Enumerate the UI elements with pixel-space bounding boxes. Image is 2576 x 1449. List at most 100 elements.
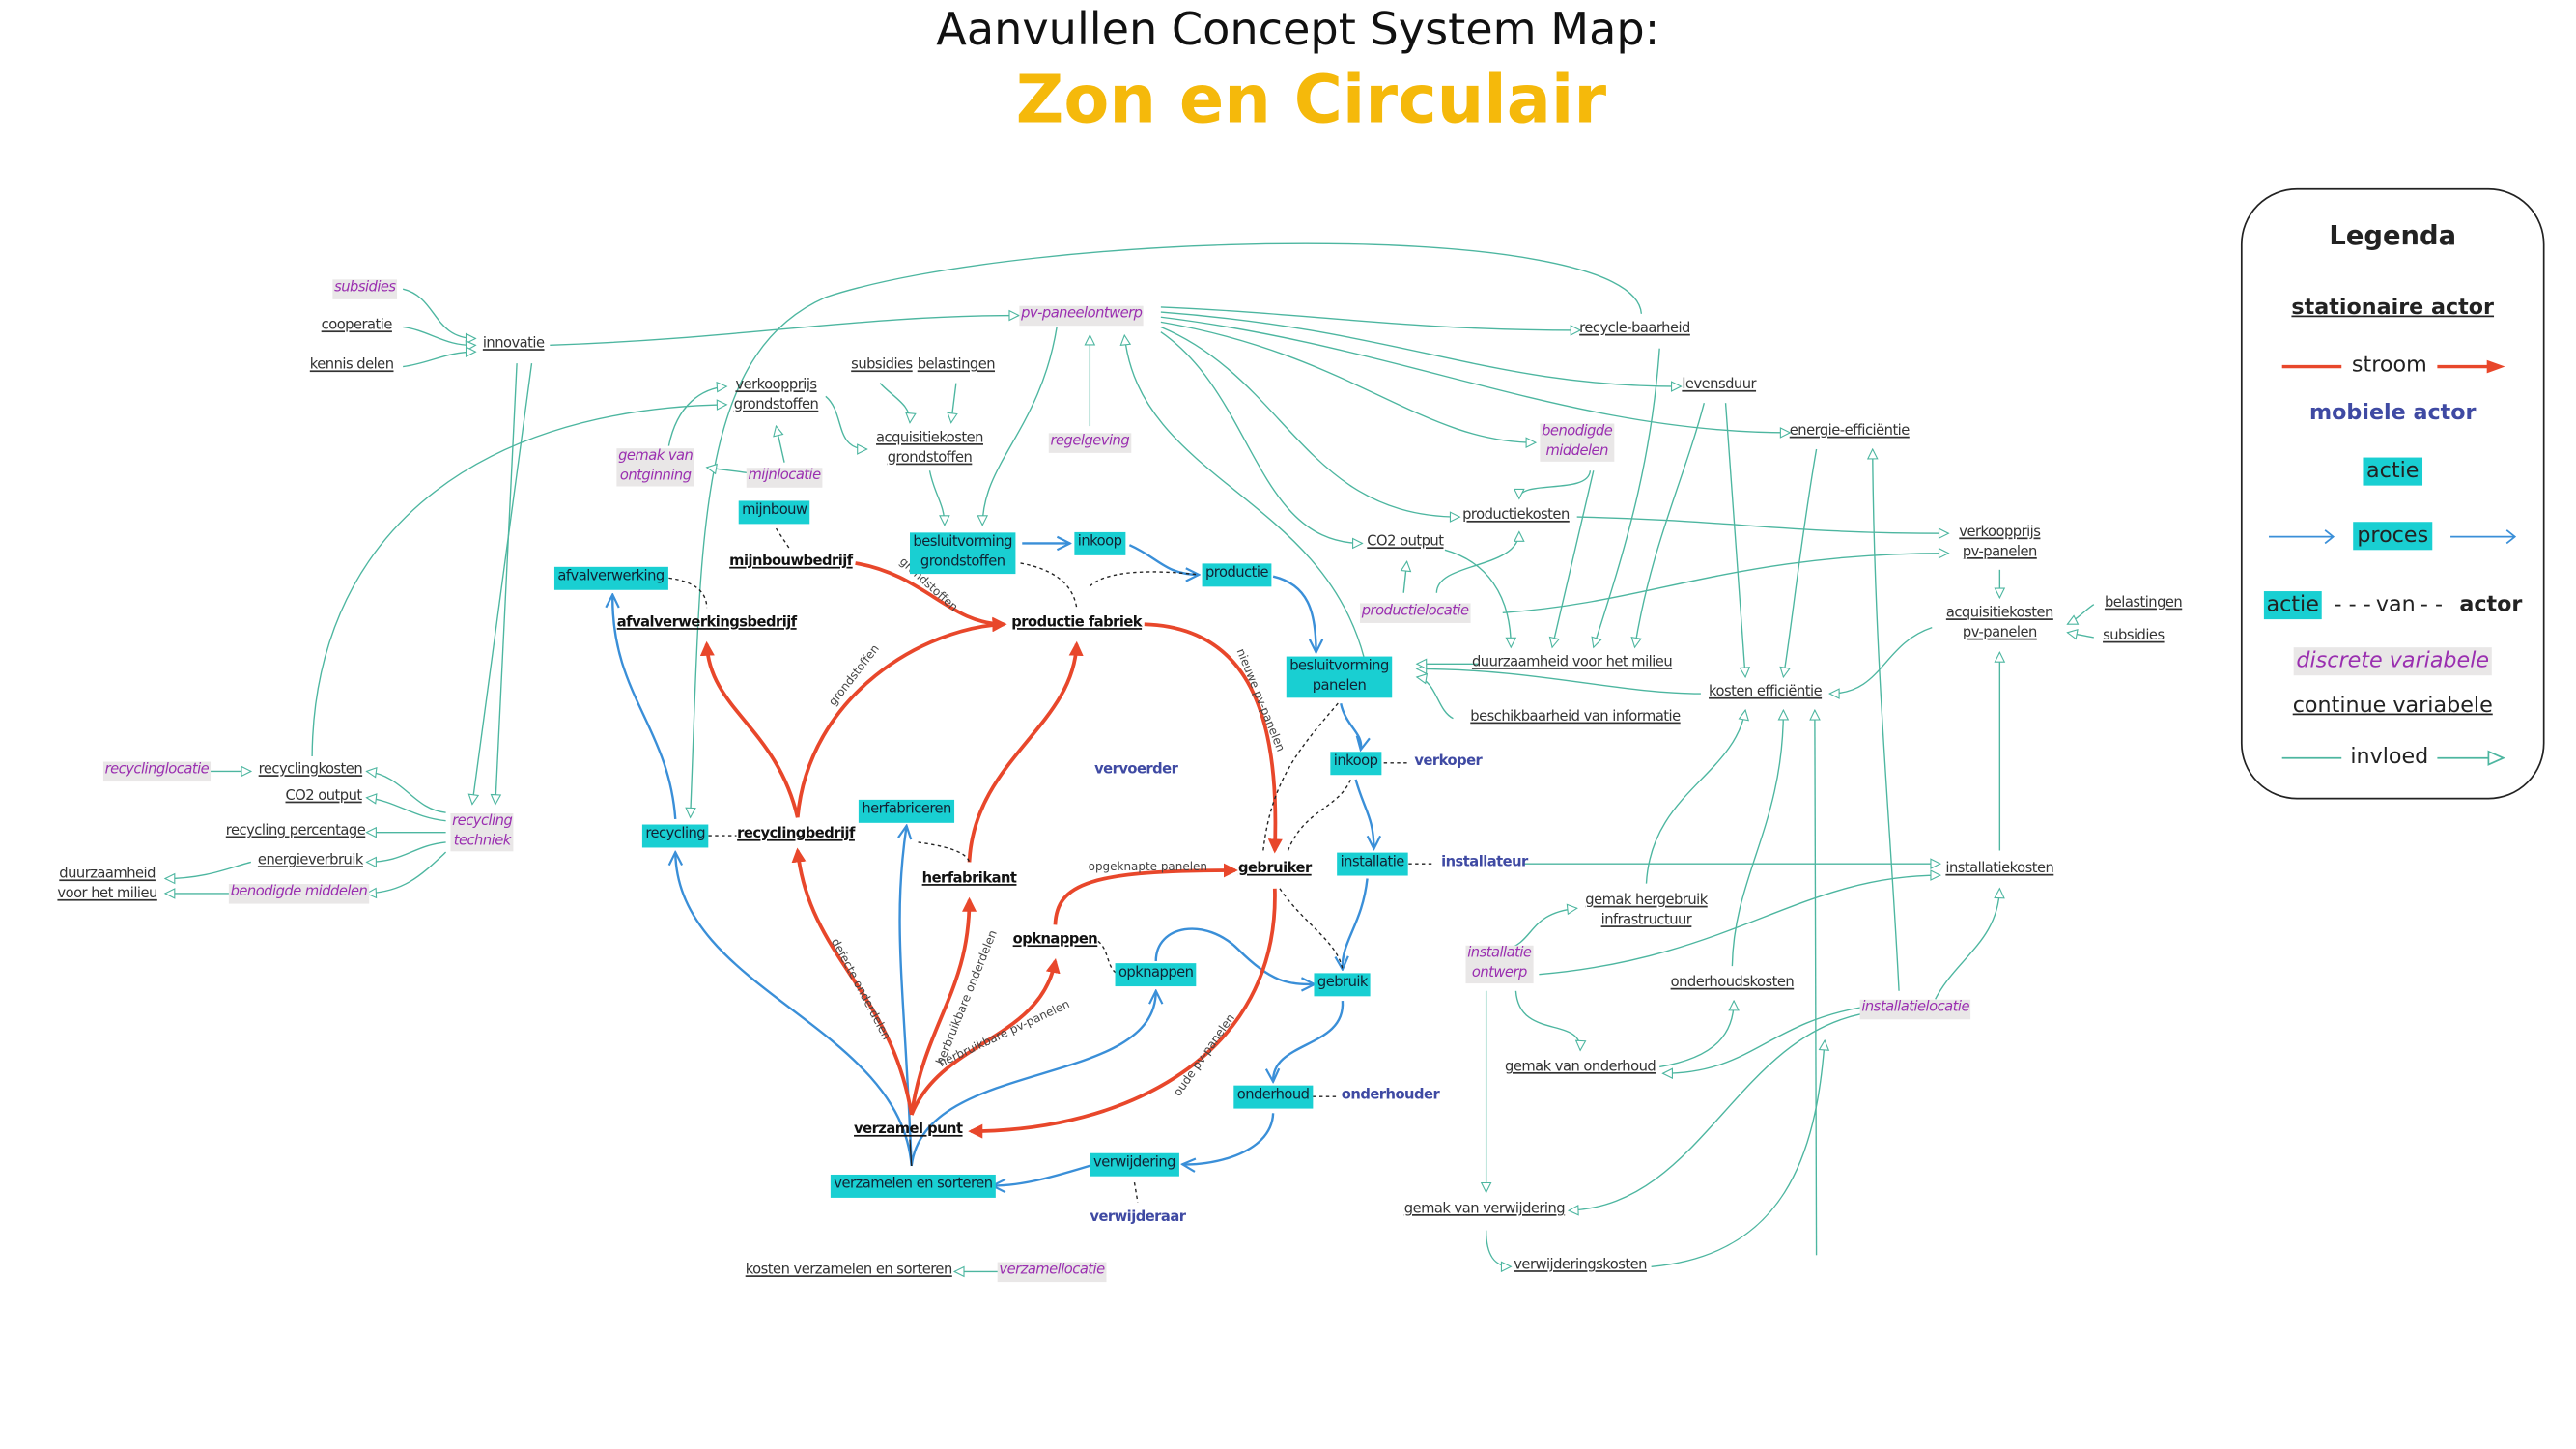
legend-title: Legenda <box>2329 219 2457 251</box>
edge <box>1514 990 1587 1052</box>
node-belastingen: belastingen <box>2104 594 2183 611</box>
node-cooperatie: cooperatie <box>321 317 393 334</box>
edge <box>365 766 446 813</box>
node-benodigde-middelen: benodigde middelen <box>1540 423 1614 462</box>
edge-label-opgeknapte-panelen: opgeknapte panelen <box>1088 860 1207 874</box>
invloed-arrow-icon <box>2437 749 2505 766</box>
edge <box>1485 1230 1513 1273</box>
node-besluitvorming-panelen: besluitvorming panelen <box>1286 656 1393 698</box>
node-verkoopprijs-pv-panelen: verkoopprijs pv-panelen <box>1959 524 2041 560</box>
stroom-arrow-icon <box>2437 358 2505 373</box>
node-recyclingbedrijf: recyclingbedrijf <box>737 826 855 843</box>
edge <box>1272 575 1316 653</box>
legend-actie: actie <box>2363 457 2422 486</box>
proces-arrow-icon <box>2269 528 2335 544</box>
edge <box>1020 562 1078 609</box>
node-verwijderaar: verwijderaar <box>1090 1208 1186 1226</box>
node-subsidies: subsidies <box>851 356 913 374</box>
edge <box>1779 448 1818 679</box>
edge <box>1097 940 1120 976</box>
node-mijnbouw: mijnbouw <box>738 500 810 524</box>
node-verzamelen-en-sorteren: verzamelen en sorteren <box>830 1174 996 1198</box>
edge <box>1354 779 1374 849</box>
node-regelgeving: regelgeving <box>1048 433 1131 453</box>
edge <box>699 640 800 818</box>
edge <box>791 847 914 1116</box>
node-innovatie: innovatie <box>482 335 545 353</box>
edge <box>1160 321 1538 448</box>
node-verwijdering: verwijdering <box>1090 1152 1179 1176</box>
stroom-line <box>2281 363 2342 368</box>
edge <box>1415 663 1701 695</box>
node-energieverbruik: energieverbruik <box>257 852 363 869</box>
edge <box>612 594 677 820</box>
edge <box>855 561 1007 632</box>
node-verkoopprijs-grondstoffen: verkoopprijs grondstoffen <box>733 377 819 413</box>
edge <box>1645 708 1749 884</box>
edge <box>1809 708 1821 1256</box>
edge <box>1144 622 1283 854</box>
edge <box>1340 703 1361 750</box>
node-herfabrikant: herfabrikant <box>921 870 1017 888</box>
node-subsidies: subsidies <box>2103 628 2165 645</box>
legend-discrete-variabele: discrete variabele <box>2292 647 2493 676</box>
node-inkoop: inkoop <box>1330 752 1381 775</box>
edge <box>1089 571 1200 587</box>
node-recyclingkosten: recyclingkosten <box>258 761 363 779</box>
legend-invloed-label: invloed <box>2350 745 2429 770</box>
edge <box>667 381 728 446</box>
node-recycling-percentage: recycling percentage <box>225 822 366 839</box>
edge <box>1661 1007 1861 1080</box>
edge <box>879 383 917 424</box>
edge <box>1828 627 1933 699</box>
node-mijnbouwbedrijf: mijnbouwbedrijf <box>729 554 853 571</box>
node-gebruik: gebruik <box>1314 973 1372 996</box>
node-beschikbaarheid-van-informatie: beschikbaarheid van informatie <box>1470 708 1681 725</box>
node-pv-paneelontwerp: pv-paneelontwerp <box>1019 305 1145 326</box>
page-subtitle: Zon en Circulair <box>1015 62 1607 139</box>
edge <box>909 896 977 1116</box>
node-installatiekosten: installatiekosten <box>1945 861 2054 878</box>
legend: Legenda stationaire actor stroom mobiele… <box>2240 187 2545 800</box>
edge <box>311 399 728 757</box>
edge <box>675 852 913 1167</box>
edge <box>685 242 1643 819</box>
node-productie-fabriek: productie fabriek <box>1011 614 1143 632</box>
node-recycling: recycling <box>641 824 709 847</box>
edge <box>2066 628 2094 640</box>
node-mijnlocatie: mijnlocatie <box>746 468 823 487</box>
edge <box>1539 869 1942 976</box>
edge <box>1630 402 1705 649</box>
edge <box>1053 863 1238 925</box>
node-installatielocatie: installatielocatie <box>1859 999 1971 1019</box>
node-onderhoud: onderhoud <box>1233 1085 1313 1108</box>
node-opknappen-actie: opknappen <box>1115 963 1197 986</box>
edge <box>928 470 950 526</box>
legend-stroom: stroom <box>2243 354 2543 379</box>
node-installatie: installatie <box>1337 852 1408 875</box>
edge <box>1659 999 1740 1068</box>
edge <box>1444 549 1517 649</box>
node-recyclinglocatie: recyclinglocatie <box>102 761 211 781</box>
edge <box>1435 530 1525 593</box>
edge <box>1502 547 1950 613</box>
page-title: Aanvullen Concept System Map: <box>936 5 1660 57</box>
node-recycling-techniek: recycling techniek <box>450 812 514 852</box>
edge <box>825 395 868 455</box>
edge <box>1273 1000 1345 1082</box>
edge <box>773 424 785 463</box>
edge <box>1160 326 1461 523</box>
node-benodigde-middelen: benodigde middelen <box>228 884 370 903</box>
node-onderhoudskosten: onderhoudskosten <box>1670 975 1795 992</box>
edge <box>1731 708 1790 967</box>
edge <box>490 363 518 806</box>
node-duurzaamheid-voor-het-milieu: duurzaamheid voor het milieu <box>57 866 157 902</box>
edge <box>403 346 477 368</box>
legend-invloed: invloed <box>2243 745 2543 770</box>
node-acquisitiekosten-grondstoffen: acquisitiekosten grondstoffen <box>876 430 983 467</box>
node-installateur: installateur <box>1441 854 1528 871</box>
legend-stationaire-actor: stationaire actor <box>2291 296 2495 321</box>
legend-actie: actie <box>2263 591 2323 620</box>
node-co2-output: CO2 output <box>1367 533 1444 551</box>
